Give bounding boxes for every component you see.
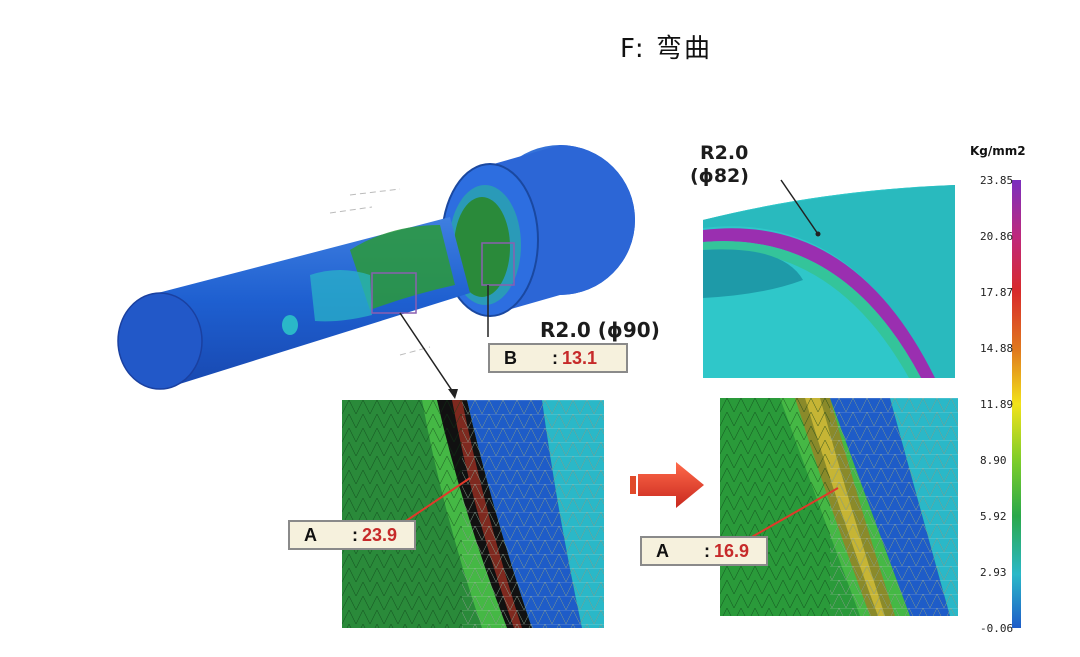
page-title: F: 弯曲 bbox=[620, 34, 712, 64]
leader-a-left bbox=[399, 477, 471, 526]
leader-a-arrow bbox=[448, 389, 458, 399]
fillet-leader bbox=[780, 179, 819, 235]
label-a-right-letter: A bbox=[656, 540, 669, 561]
shaft-end bbox=[117, 292, 203, 390]
legend-tick: 2.93 bbox=[980, 566, 1007, 579]
annotation-r20-top: R2.0 bbox=[700, 142, 749, 164]
guide-lines bbox=[329, 188, 431, 356]
label-b-value: 13.1 bbox=[562, 347, 598, 368]
legend-tick: 23.85 bbox=[980, 174, 1014, 187]
legend-unit: Kg/mm2 bbox=[970, 144, 1026, 158]
annotation-d82: (ϕ82) bbox=[690, 165, 749, 187]
stress-patch-2 bbox=[310, 270, 372, 322]
legend-tick: 14.88 bbox=[980, 342, 1014, 355]
mesh-panel-after bbox=[720, 398, 958, 616]
label-a-left-letter: A bbox=[304, 524, 317, 545]
label-a-left-value: 23.9 bbox=[362, 524, 398, 545]
legend-tick: 11.89 bbox=[980, 398, 1014, 411]
label-a-right-colon: : bbox=[704, 540, 710, 561]
label-b: B : 13.1 bbox=[488, 343, 628, 373]
legend-tick: 20.86 bbox=[980, 230, 1014, 243]
improvement-arrow-icon bbox=[630, 462, 704, 508]
stress-patch bbox=[350, 225, 455, 310]
label-a-left: A : 23.9 bbox=[288, 520, 416, 550]
legend-colorbar bbox=[1012, 180, 1021, 628]
label-a-right: A : 16.9 bbox=[640, 536, 768, 566]
label-a-right-value: 16.9 bbox=[714, 540, 750, 561]
shaft-model bbox=[117, 145, 635, 399]
label-a-left-colon: : bbox=[352, 524, 358, 545]
fillet-band bbox=[703, 228, 935, 378]
label-b-letter: B bbox=[504, 347, 517, 368]
legend-tick: 8.90 bbox=[980, 454, 1007, 467]
annotation-r20-shaft: R2.0 (ϕ90) bbox=[540, 318, 660, 342]
mesh-panel-before bbox=[342, 400, 604, 628]
detail-box-b bbox=[481, 242, 515, 286]
leader-a-right bbox=[749, 487, 839, 539]
legend-tick: 5.92 bbox=[980, 510, 1007, 523]
legend-tick: 17.87 bbox=[980, 286, 1014, 299]
detail-box-a bbox=[371, 272, 417, 314]
legend-tick: -0.06 bbox=[980, 622, 1014, 635]
fillet-zoom-panel bbox=[703, 150, 955, 378]
label-b-colon: : bbox=[552, 347, 558, 368]
leader-a bbox=[399, 312, 456, 396]
stress-dot bbox=[282, 315, 298, 335]
